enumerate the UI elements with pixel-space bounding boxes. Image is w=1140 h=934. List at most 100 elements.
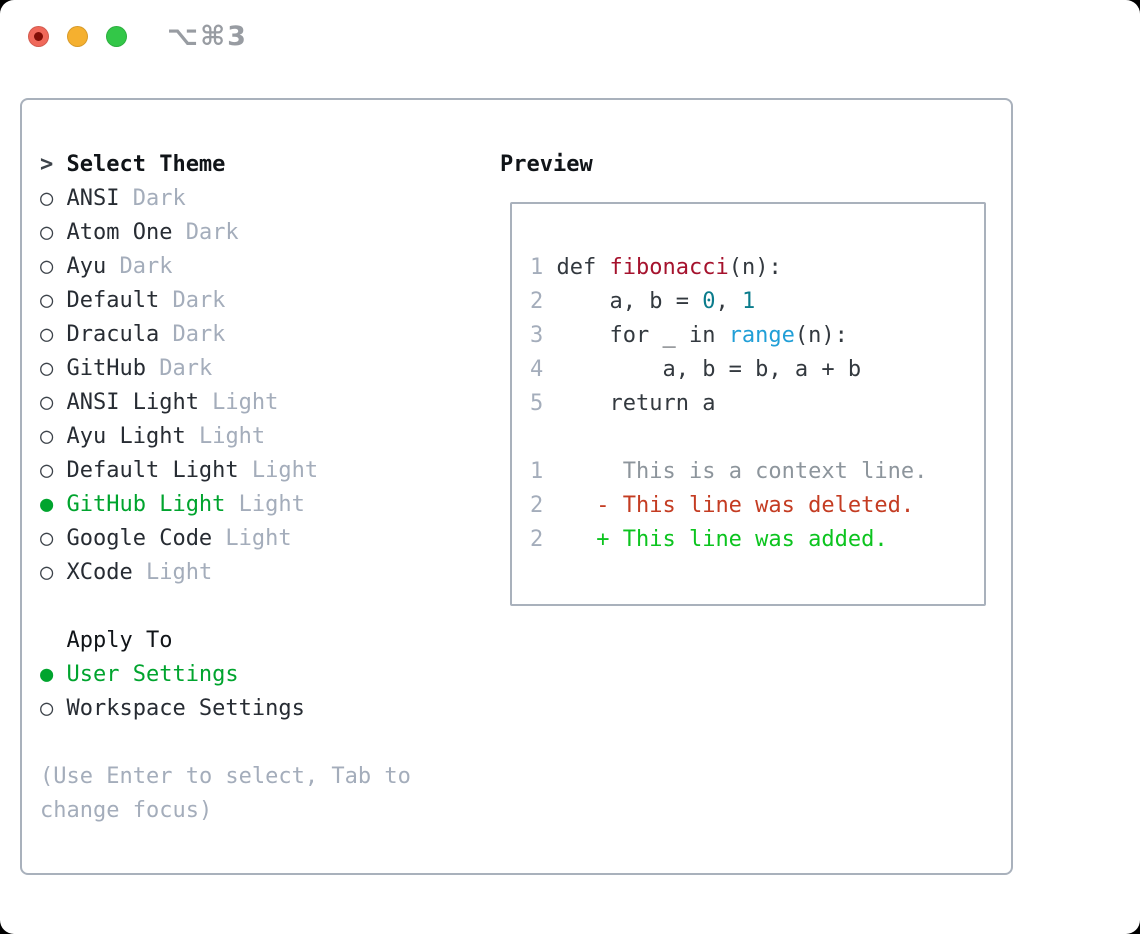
preview-line: 4 a, b = b, a + b: [530, 353, 984, 387]
code-segment-ln: 2: [530, 527, 544, 552]
theme-item-google-code[interactable]: ○ Google Code Light: [40, 522, 490, 556]
preview-line: 2 + This line was added.: [530, 523, 984, 557]
apply-option-user-settings[interactable]: ● User Settings: [40, 658, 490, 692]
preview-line: 5 return a: [530, 387, 984, 421]
preview-title: Preview: [500, 152, 593, 177]
code-segment-ln: 2: [530, 493, 544, 518]
unselected-radio-icon: ○: [40, 526, 54, 551]
theme-variant-tag: Light: [198, 390, 279, 415]
theme-variant-tag: Light: [225, 492, 305, 517]
theme-item-default[interactable]: ○Default Dark: [40, 284, 490, 318]
minimize-button[interactable]: [67, 26, 88, 47]
theme-item-label: XCode: [66, 560, 133, 585]
theme-item-github-light[interactable]: ● GitHub Light Light: [40, 488, 490, 522]
prompt-caret-icon: >: [40, 152, 54, 177]
preview-line: 1 This is a context line.: [530, 455, 984, 489]
theme-item-github[interactable]: ○ GitHub Dark: [40, 352, 490, 386]
preview-line: 1 def fibonacci(n):: [530, 251, 984, 285]
apply-to-title: Apply To: [66, 628, 173, 653]
code-segment-pl: return a: [543, 391, 716, 416]
code-segment-pl: for _ in: [543, 323, 729, 348]
code-segment-add: + This line was added.: [596, 527, 888, 552]
apply-option-label: Workspace Settings: [66, 696, 305, 721]
code-segment-ln: 4: [530, 357, 544, 382]
select-theme-header: >Select Theme: [40, 148, 490, 182]
theme-variant-tag: Light: [132, 560, 213, 585]
code-segment-pl: a, b =: [543, 289, 703, 314]
unselected-radio-icon: ○: [40, 424, 54, 449]
theme-picker-panel: >Select Theme ○ANSI Dark○Atom One Dark○A…: [20, 98, 1013, 875]
code-segment-ln: 2: [530, 289, 544, 314]
theme-variant-tag: Dark: [119, 186, 186, 211]
unselected-radio-icon: ○: [40, 220, 54, 245]
code-segment-nm: 0: [702, 289, 716, 314]
code-segment-bi: range: [728, 323, 795, 348]
theme-variant-tag: Dark: [159, 288, 226, 313]
apply-option-workspace-settings[interactable]: ○Workspace Settings: [40, 692, 490, 726]
maximize-button[interactable]: [106, 26, 127, 47]
unselected-radio-icon: ○: [40, 322, 54, 347]
code-segment-pl: (n):: [728, 255, 782, 280]
unselected-radio-icon: ○: [40, 254, 54, 279]
code-segment-fn: fibonacci: [609, 255, 729, 280]
theme-item-label: ANSI: [66, 186, 120, 211]
theme-variant-tag: Light: [212, 526, 292, 551]
code-segment-ln: 3: [530, 323, 544, 348]
theme-list: ○ANSI Dark○Atom One Dark○Ayu Dark○Defaul…: [40, 182, 490, 590]
theme-item-xcode[interactable]: ○ XCode Light: [40, 556, 490, 590]
preview-line: 3 for _ in range(n):: [530, 319, 984, 353]
theme-item-ansi[interactable]: ○ ANSI Dark: [40, 182, 490, 216]
code-segment-ln: 1: [530, 255, 544, 280]
selected-radio-icon: ●: [40, 662, 54, 687]
preview-line: 2 - This line was deleted.: [530, 489, 984, 523]
unselected-radio-icon: ○: [40, 288, 54, 313]
apply-option-label: User Settings: [66, 662, 239, 687]
theme-variant-tag: Dark: [106, 254, 173, 279]
code-segment-pl: a, b = b, a + b: [543, 357, 862, 382]
code-segment-ctx: This is a context line.: [622, 459, 928, 484]
code-segment-pl: ,: [715, 289, 742, 314]
theme-item-label: Ayu: [66, 254, 107, 279]
code-segment-pl: def: [543, 255, 610, 280]
theme-item-ayu-light[interactable]: ○ Ayu Light Light: [40, 420, 490, 454]
theme-item-label: GitHub: [66, 356, 146, 381]
theme-variant-tag: Dark: [145, 356, 213, 381]
code-segment-ln: 5: [530, 391, 544, 416]
code-segment-pl: [543, 527, 596, 552]
apply-to-header: Apply To: [40, 624, 490, 658]
theme-item-default-light[interactable]: ○Default Light Light: [40, 454, 490, 488]
theme-variant-tag: Dark: [159, 322, 226, 347]
theme-item-label: Dracula: [66, 322, 160, 347]
preview-blank-line: [530, 421, 984, 455]
code-segment-pl: [543, 459, 622, 484]
theme-item-dracula[interactable]: ○ Dracula Dark: [40, 318, 490, 352]
hint-line: (Use Enter to select, Tab to: [40, 764, 411, 789]
close-button[interactable]: [28, 26, 49, 47]
theme-item-label: Google Code: [66, 526, 213, 551]
theme-item-label: Atom One: [66, 220, 173, 245]
close-modified-dot-icon: [34, 32, 43, 41]
code-segment-del: - This line was deleted.: [596, 493, 915, 518]
code-segment-pl: [543, 493, 596, 518]
theme-item-label: Ayu Light: [66, 424, 186, 449]
theme-item-ayu[interactable]: ○ Ayu Dark: [40, 250, 490, 284]
theme-item-label: ANSI Light: [66, 390, 199, 415]
theme-variant-tag: Light: [185, 424, 266, 449]
code-segment-pl: (n):: [794, 323, 848, 348]
unselected-radio-icon: ○: [40, 560, 54, 585]
code-segment-nm: 1: [741, 289, 756, 314]
unselected-radio-icon: ○: [40, 356, 54, 381]
spacer: [40, 726, 490, 760]
apply-to-indent: [40, 624, 66, 658]
preview-line: 2 a, b = 0, 1: [530, 285, 984, 319]
unselected-radio-icon: ○: [40, 186, 54, 211]
theme-item-label: GitHub Light: [66, 492, 226, 517]
apply-to-list: ● User Settings ○Workspace Settings: [40, 658, 490, 726]
spacer: [40, 590, 490, 624]
theme-item-atom-one[interactable]: ○Atom One Dark: [40, 216, 490, 250]
selected-radio-icon: ●: [40, 492, 54, 517]
theme-item-ansi-light[interactable]: ○ANSI Light Light: [40, 386, 490, 420]
